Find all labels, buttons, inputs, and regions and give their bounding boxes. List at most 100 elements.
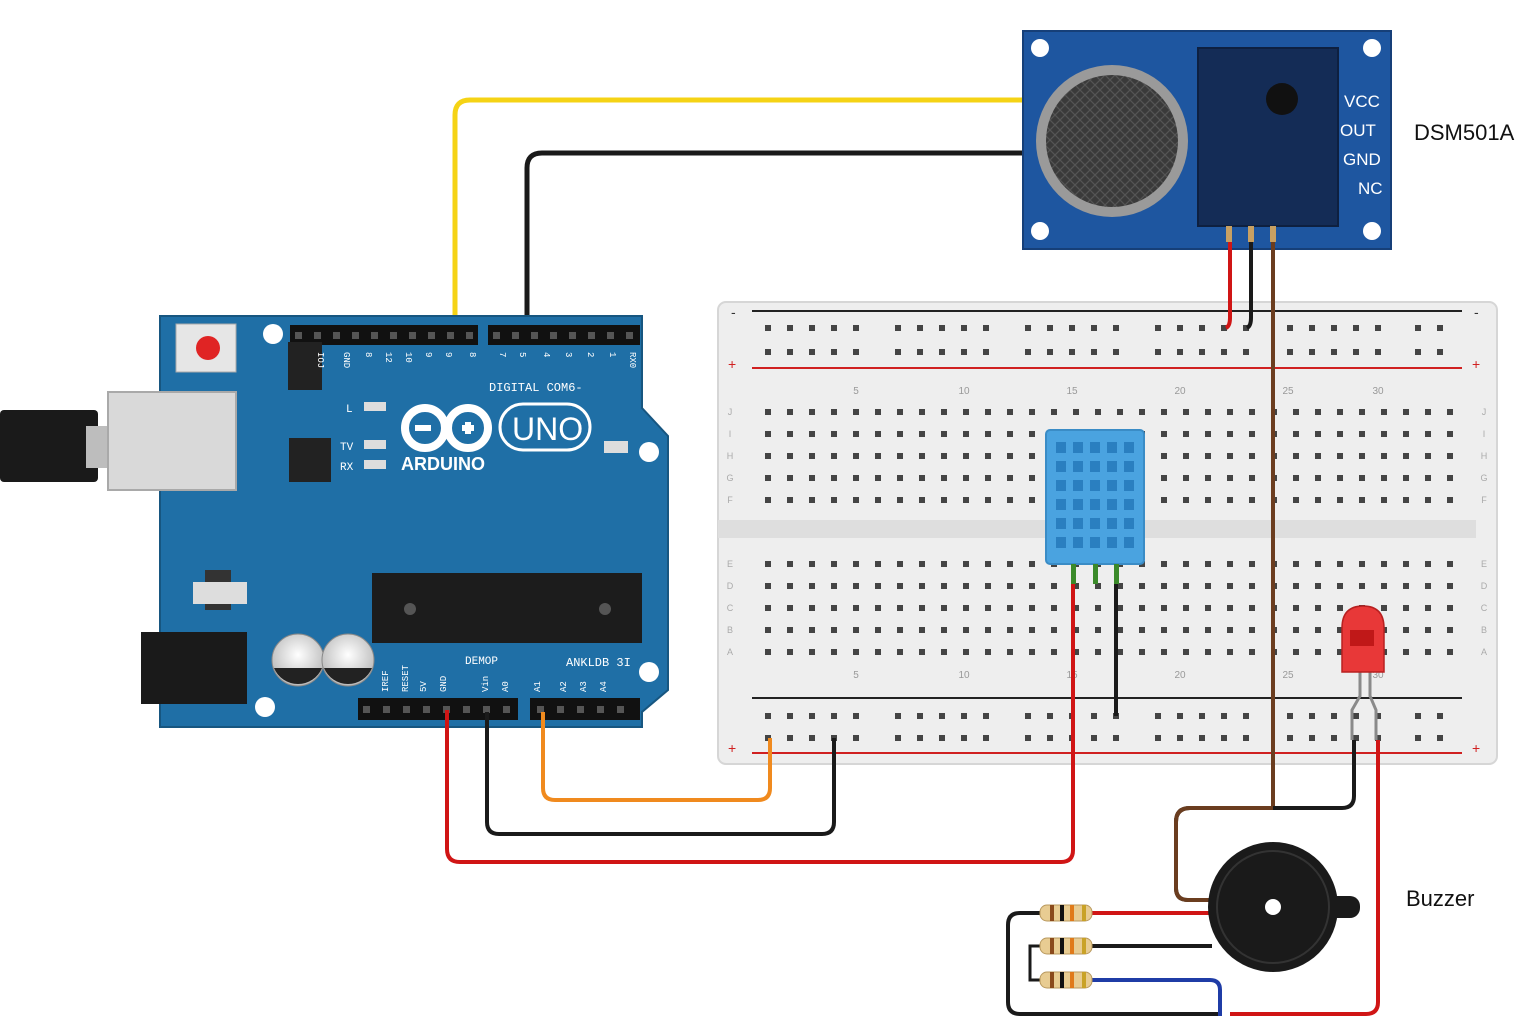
breadboard-hole [1293,561,1299,567]
breadboard-hole [1073,583,1079,589]
breadboard-hole [1183,453,1189,459]
breadboard-hole [1381,409,1387,415]
dht-vent [1107,480,1117,491]
pin-label: 8 [363,352,373,357]
breadboard-hole [831,497,837,503]
rail-hole [1331,735,1337,741]
rail-hole [1287,325,1293,331]
rail-hole [1113,349,1119,355]
breadboard-hole [897,583,903,589]
buzzer-label: Buzzer [1406,886,1475,911]
rail-hole [1199,713,1205,719]
breadboard-hole [1403,605,1409,611]
breadboard-hole [985,431,991,437]
breadboard-hole [1007,561,1013,567]
rail-hole [831,325,837,331]
breadboard-hole [1425,583,1431,589]
breadboard-hole [1161,431,1167,437]
dht-vent [1090,442,1100,453]
breadboard-hole [875,605,881,611]
header-hole [403,706,410,713]
breadboard-hole [1029,605,1035,611]
rail-hole [1069,349,1075,355]
breadboard-hole [809,497,815,503]
rail-hole [917,735,923,741]
breadboard-hole [941,409,947,415]
led-label-tx: TV [340,442,354,454]
row-letter: G [1480,473,1487,483]
wire-resistor-blue [1092,978,1222,1016]
breadboard-hole [1161,475,1167,481]
breadboard-hole [1161,409,1167,415]
breadboard-hole [809,627,815,633]
breadboard-hole [1183,649,1189,655]
row-letter: E [727,559,733,569]
rail-hole [1155,349,1161,355]
reset-button-icon[interactable] [196,336,220,360]
breadboard-hole [1007,409,1013,415]
rail-hole [1437,713,1443,719]
breadboard-hole [1095,649,1101,655]
breadboard-hole [1205,605,1211,611]
breadboard-hole [985,627,991,633]
breadboard-hole [1073,409,1079,415]
rail-hole [809,713,815,719]
breadboard-hole [831,475,837,481]
breadboard-hole [985,583,991,589]
rail-hole [1309,735,1315,741]
breadboard-hole [963,583,969,589]
sensor-pin-vcc: VCC [1344,92,1380,111]
rail-hole [895,713,901,719]
breadboard-hole [1161,561,1167,567]
row-letter: J [1482,407,1487,417]
breadboard-hole [897,431,903,437]
breadboard-hole [765,649,771,655]
breadboard-hole [1359,453,1365,459]
header-hole [569,332,576,339]
breadboard-hole [1425,605,1431,611]
breadboard-hole [1117,627,1123,633]
breadboard-hole [1447,649,1453,655]
breadboard-hole [787,561,793,567]
row-letter: H [1481,451,1488,461]
breadboard-hole [941,453,947,459]
breadboard-hole [941,561,947,567]
rail-hole [853,713,859,719]
breadboard-hole [1293,431,1299,437]
rail-hole [961,713,967,719]
dht-vent [1090,461,1100,472]
rail-hole [831,349,837,355]
breadboard-hole [1403,583,1409,589]
pin-label: 12 [383,352,393,363]
rail-hole [1415,713,1421,719]
breadboard-hole [809,605,815,611]
sensor-pin-out: OUT [1340,121,1376,140]
breadboard-hole [1447,475,1453,481]
resistors [1039,904,1093,989]
arduino-labels: UNO ARDUINO DIGITAL COM6- L TV RX DEMOP … [340,381,631,670]
header-hole [550,332,557,339]
breadboard-hole [1249,561,1255,567]
breadboard-hole [1293,649,1299,655]
row-letter: G [726,473,733,483]
row-letter: B [1481,625,1487,635]
breadboard-hole [1381,475,1387,481]
column-number-bottom: 20 [1174,670,1186,681]
breadboard-hole [765,583,771,589]
breadboard-hole [1403,453,1409,459]
breadboard-hole [1403,627,1409,633]
breadboard-hole [941,475,947,481]
sensor-pin-labels: VCC OUT GND NC [1340,92,1383,198]
breadboard-hole [1337,453,1343,459]
breadboard-hole [1337,409,1343,415]
breadboard-hole [963,627,969,633]
row-letter: D [727,581,734,591]
pin-label: A0 [501,681,511,692]
breadboard-hole [963,409,969,415]
pin-label: 7 [497,352,507,357]
rail-hole [1047,713,1053,719]
breadboard-hole [1315,627,1321,633]
breadboard-hole [831,453,837,459]
breadboard-hole [1183,497,1189,503]
breadboard-hole [1447,431,1453,437]
